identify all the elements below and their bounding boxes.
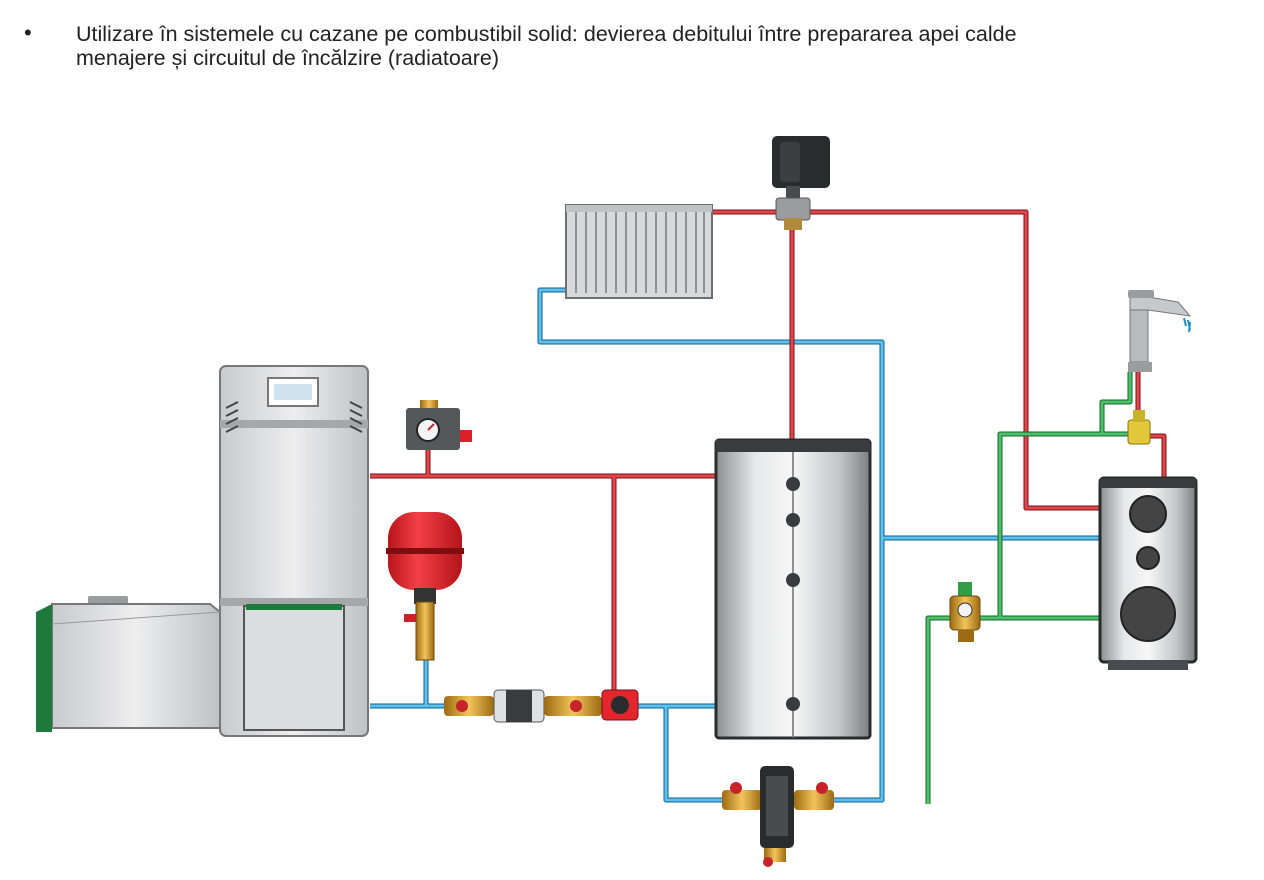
- diverter-valve-icon: [772, 136, 830, 230]
- boiler-icon: [219, 365, 369, 737]
- description-line-1: Utilizare în sistemele cu cazane pe comb…: [76, 22, 1017, 46]
- bullet-marker: •: [24, 20, 32, 45]
- pellet-burner-icon: [36, 596, 221, 732]
- thermostatic-mixer-icon: [1127, 410, 1151, 445]
- description-line-2: menajere și circuitul de încălzire (radi…: [76, 46, 500, 70]
- radiator-icon: [565, 204, 713, 299]
- water-pipes: [925, 372, 1133, 804]
- faucet-icon: [1128, 290, 1192, 372]
- expansion-vessel-icon: [386, 512, 464, 661]
- pressure-reducer-icon: [949, 582, 981, 642]
- buffer-tank-icon: [714, 438, 872, 740]
- description-text: Utilizare în sistemele cu cazane pe comb…: [76, 22, 1017, 70]
- dirt-separator-icon: [722, 766, 834, 867]
- safety-group-icon: [406, 400, 472, 450]
- mixing-valve-icon: [601, 689, 639, 721]
- hot-pipes: [370, 209, 1167, 696]
- dhw-tank-icon: [1098, 476, 1198, 670]
- circulator-pump-icon: [444, 689, 602, 723]
